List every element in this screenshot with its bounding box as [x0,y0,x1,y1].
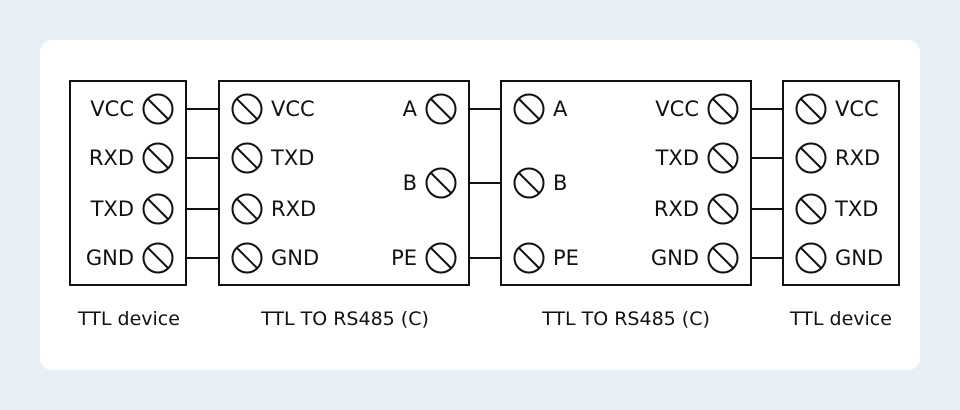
pin-label: GND [835,246,884,270]
screw-terminal-icon [231,93,263,125]
device-caption: TTL device [78,308,180,330]
pin-label: VCC [655,97,699,121]
screw-terminal-icon [795,93,827,125]
connection-wire [470,108,500,110]
screw-terminal-icon [142,142,174,174]
screw-terminal-icon [795,142,827,174]
screw-terminal-icon [707,242,739,274]
pin-label: RXD [271,197,317,221]
screw-terminal-icon [142,242,174,274]
screw-terminal-icon [425,167,457,199]
screw-terminal-icon [513,93,545,125]
pin-label: PE [391,246,417,270]
connection-wire [187,157,218,159]
connection-wire [752,157,782,159]
screw-terminal-icon [795,193,827,225]
device-caption: TTL device [790,308,892,330]
screw-terminal-icon [142,193,174,225]
device-caption: TTL TO RS485 (C) [261,308,429,330]
connection-wire [187,208,218,210]
screw-terminal-icon [231,142,263,174]
pin-label: RXD [653,197,699,221]
screw-terminal-icon [513,167,545,199]
pin-label: PE [553,246,579,270]
connection-wire [752,257,782,259]
pin-label: GND [271,246,320,270]
screw-terminal-icon [425,242,457,274]
pin-label: TXD [835,197,879,221]
pin-label: RXD [835,146,881,170]
screw-terminal-icon [513,242,545,274]
pin-label: GND [85,246,134,270]
device-box [782,80,900,286]
connection-wire [470,257,500,259]
pin-label: TXD [90,197,134,221]
screw-terminal-icon [795,242,827,274]
screw-terminal-icon [707,193,739,225]
screw-terminal-icon [707,142,739,174]
pin-label: VCC [271,97,315,121]
screw-terminal-icon [142,93,174,125]
connection-wire [470,182,500,184]
device-box [69,80,187,286]
screw-terminal-icon [231,242,263,274]
pin-label: A [553,97,568,121]
connection-wire [187,257,218,259]
screw-terminal-icon [425,93,457,125]
device-caption: TTL TO RS485 (C) [542,308,710,330]
pin-label: VCC [90,97,134,121]
connection-wire [752,208,782,210]
pin-label: A [402,97,417,121]
pin-label: TXD [271,146,315,170]
connection-wire [752,108,782,110]
connection-wire [187,108,218,110]
pin-label: GND [650,246,699,270]
screw-terminal-icon [707,93,739,125]
screw-terminal-icon [231,193,263,225]
pin-label: B [553,171,568,195]
pin-label: RXD [88,146,134,170]
pin-label: VCC [835,97,879,121]
pin-label: B [402,171,417,195]
pin-label: TXD [655,146,699,170]
